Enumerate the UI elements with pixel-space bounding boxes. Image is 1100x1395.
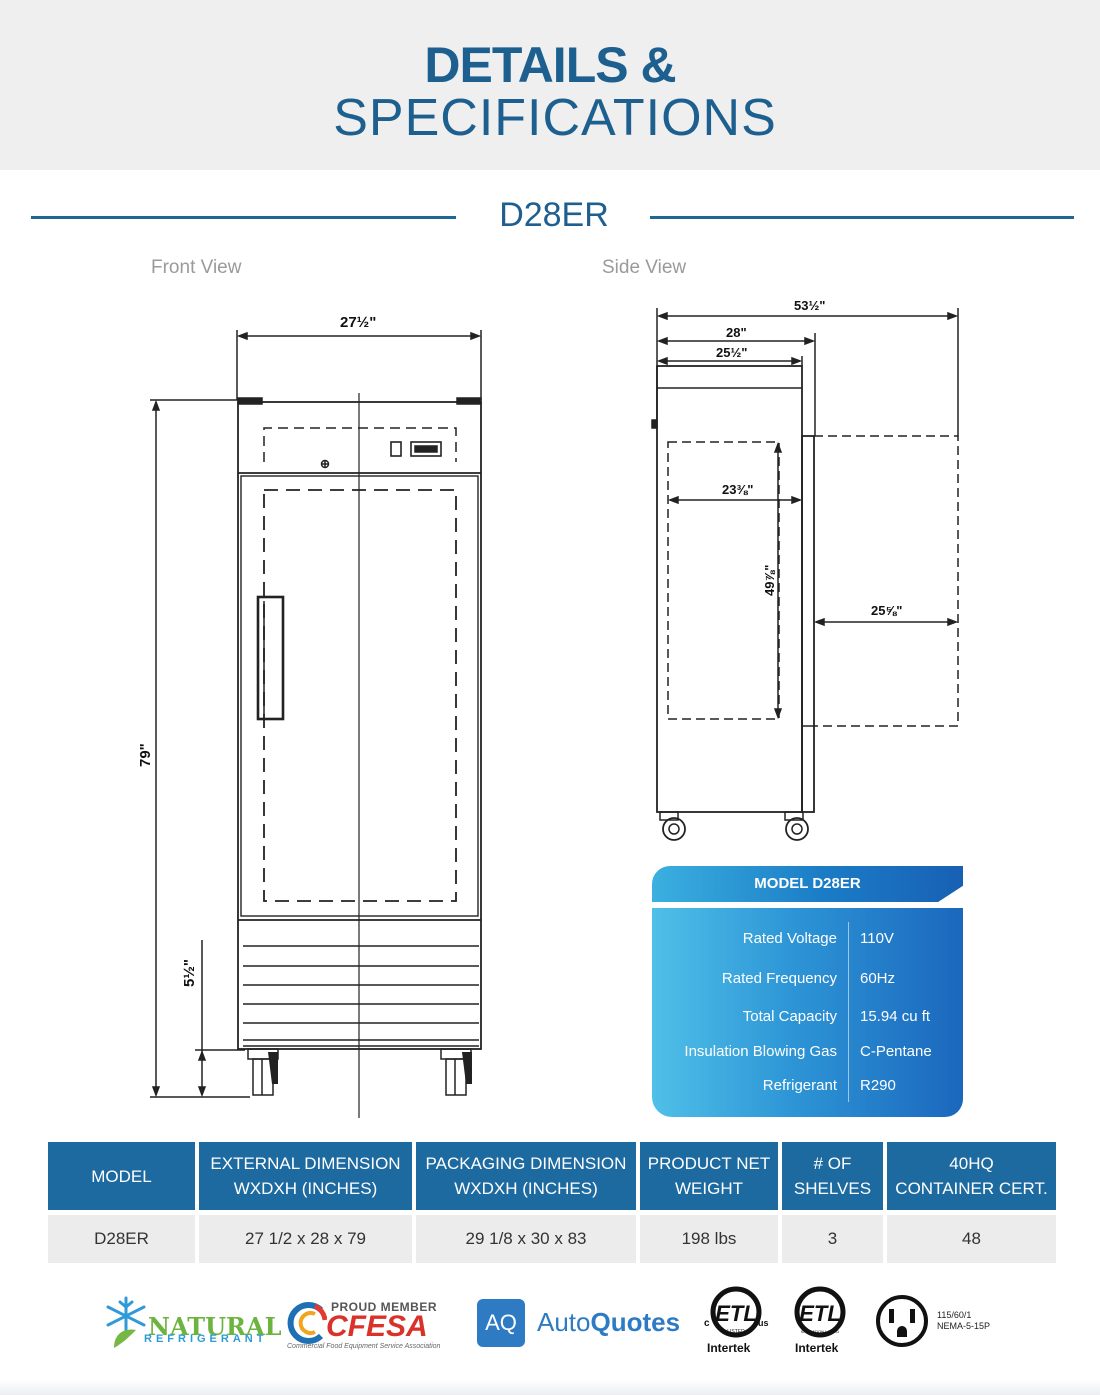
nema-plug-icon: [876, 1295, 928, 1347]
table-cell-model: D28ER: [48, 1215, 195, 1263]
spec-value: 110V: [860, 930, 894, 947]
spec-value: 60Hz: [860, 970, 896, 987]
header-text: WXDXH (INCHES): [454, 1179, 598, 1198]
etl-mark-text: ETL: [715, 1301, 757, 1326]
etl-listed-icon: ETL c us LISTED: [704, 1286, 769, 1338]
table-header-shelves: # OF SHELVES: [782, 1142, 883, 1210]
spec-panel: [652, 908, 963, 1117]
spec-label: Rated Voltage: [742, 930, 837, 947]
spec-label: Insulation Blowing Gas: [684, 1043, 837, 1060]
autoquotes-word-quotes: Quotes: [590, 1307, 681, 1337]
side-door-swing-dim: 25⅝": [871, 603, 902, 618]
table-header-weight: PRODUCT NET WEIGHT: [640, 1142, 778, 1210]
page-title-line1: DETAILS &: [424, 37, 676, 93]
page-title-line2: SPECIFICATIONS: [333, 89, 777, 147]
header-text: PRODUCT NET: [647, 1154, 771, 1173]
spec-panel-title: MODEL D28ER: [652, 866, 963, 902]
intertek-label-2: Intertek: [795, 1341, 839, 1355]
header-text: PACKAGING DIMENSION: [425, 1154, 627, 1173]
front-view-label: Front View: [151, 257, 242, 278]
spec-row-refrigerant: Refrigerant R290: [652, 1077, 963, 1099]
cfesa-logo: CFESA: [326, 1310, 428, 1343]
plug-rating: 115/60/1: [937, 1310, 972, 1320]
table-cell-container: 48: [887, 1215, 1056, 1263]
side-depth-dim: 28": [726, 325, 747, 340]
divider-left: [31, 216, 456, 219]
header-text: 40HQ: [949, 1154, 994, 1173]
side-interior-height-dim: 49⅞": [762, 565, 777, 596]
cfesa-subtext: Commercial Food Equipment Service Associ…: [287, 1343, 441, 1350]
page-header: DETAILS & SPECIFICATIONS: [0, 0, 1100, 170]
header-text: MODEL: [91, 1166, 152, 1186]
divider-right: [650, 216, 1074, 219]
table-header-container: 40HQ CONTAINER CERT.: [887, 1142, 1056, 1210]
cfesa-swirl-icon: [287, 1302, 327, 1344]
etl-us-text: us: [758, 1318, 769, 1328]
spec-label: Total Capacity: [742, 1008, 837, 1025]
cfesa-proud-member: PROUD MEMBER: [331, 1300, 438, 1314]
spec-label: Refrigerant: [762, 1077, 837, 1094]
spec-value: R290: [860, 1077, 896, 1094]
header-text: CONTAINER CERT.: [895, 1179, 1048, 1198]
etl-listed-text: LISTED: [727, 1329, 745, 1335]
model-heading: D28ER: [499, 196, 609, 234]
side-view-label: Side View: [602, 257, 687, 278]
spec-value: 15.94 cu ft: [860, 1008, 931, 1025]
side-interior-depth-dim: 23⅜": [722, 482, 753, 497]
table-cell-packaging: 29 1/8 x 30 x 83: [416, 1215, 636, 1263]
spec-label: Rated Frequency: [721, 970, 837, 987]
etl-sanitation-icon: ETL SANITATION LISTED: [794, 1286, 846, 1338]
side-total-depth-dim: 53½": [794, 298, 825, 313]
header-text: # OF: [813, 1154, 852, 1173]
etl-sanitation-text: SANITATION LISTED: [801, 1329, 840, 1334]
autoquotes-logo: AutoQuotes: [537, 1307, 680, 1338]
spec-row-capacity: Total Capacity 15.94 cu ft: [652, 1008, 963, 1030]
header-text: EXTERNAL DIMENSION: [210, 1154, 401, 1173]
spec-value: C-Pentane: [860, 1043, 932, 1060]
table-cell-external: 27 1/2 x 28 x 79: [199, 1215, 412, 1263]
header-text: SHELVES: [793, 1179, 872, 1198]
header-text: WEIGHT: [675, 1179, 743, 1198]
table-cell-weight: 198 lbs: [640, 1215, 778, 1263]
autoquotes-badge-text: AQ: [485, 1310, 517, 1335]
side-body-depth-dim: 25½": [716, 345, 747, 360]
natural-refrigerant-subtext: REFRIGERANT: [144, 1333, 268, 1345]
spec-panel-divider: [848, 922, 849, 1102]
autoquotes-badge: [477, 1299, 525, 1347]
intertek-label-1: Intertek: [707, 1341, 751, 1355]
etl-c-text: c: [704, 1318, 710, 1329]
spec-row-blowing-gas: Insulation Blowing Gas C-Pentane: [652, 1043, 963, 1065]
table-header-packaging: PACKAGING DIMENSION WXDXH (INCHES): [416, 1142, 636, 1210]
natural-refrigerant-logo: NATURAL: [148, 1312, 282, 1341]
footer-strip: [0, 1380, 1100, 1395]
snowflake-icon: [106, 1296, 146, 1348]
front-height-dim: 79": [137, 743, 154, 767]
table-header-model: MODEL: [48, 1142, 195, 1210]
front-base-dim: 5½": [181, 959, 198, 987]
header-text: WXDXH (INCHES): [233, 1179, 378, 1198]
front-width-dim: 27½": [340, 314, 376, 331]
table-cell-shelves: 3: [782, 1215, 883, 1263]
table-header-external: EXTERNAL DIMENSION WXDXH (INCHES): [199, 1142, 412, 1210]
spec-row-voltage: Rated Voltage 110V: [652, 930, 963, 952]
etl-mark-text-2: ETL: [799, 1301, 841, 1326]
plug-type: NEMA-5-15P: [937, 1321, 991, 1331]
spec-row-frequency: Rated Frequency 60Hz: [652, 970, 963, 992]
autoquotes-word-auto: Auto: [537, 1307, 591, 1337]
